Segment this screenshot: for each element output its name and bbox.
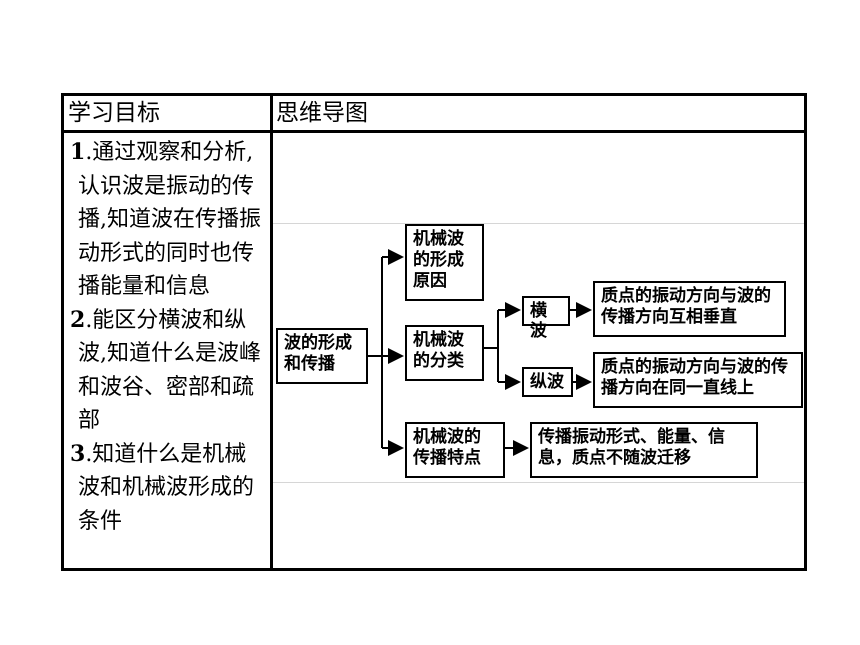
objective-item: 3.知道什么是机械波和机械波形成的条件: [70, 440, 255, 534]
node-longitudinal-wave: 纵波: [522, 367, 573, 397]
faint-rule: [273, 482, 804, 483]
header-divider: [64, 130, 804, 133]
mind-map-connectors: [368, 249, 592, 456]
node-transverse-wave: 横波: [522, 296, 570, 341]
node-characteristics-desc: 传播振动形式、能量、信息，质点不随波迁移: [530, 422, 758, 478]
objectives-list: 1.通过观察和分析,认识波是振动的传播,知道波在传播振动形式的同时也传播能量和信…: [70, 136, 266, 538]
faint-rule: [273, 223, 804, 224]
node-longitudinal-desc: 质点的振动方向与波的传播方向在同一直线上: [593, 352, 803, 408]
node-transverse-desc: 质点的振动方向与波的传播方向互相垂直: [593, 281, 786, 337]
node-wave-formation-propagation: 波的形成和传播: [276, 328, 368, 384]
node-classification: 机械波的分类: [405, 325, 484, 381]
node-propagation-characteristics: 机械波的传播特点: [405, 422, 505, 478]
objective-item: 2.能区分横波和纵波,知道什么是波峰和波谷、密部和疏部: [70, 306, 261, 434]
objective-item: 1.通过观察和分析,认识波是振动的传播,知道波在传播振动形式的同时也传播能量和信…: [70, 139, 261, 299]
objectives-table: 学习目标 思维导图 1.通过观察和分析,认识波是振动的传播,知道波在传播振动形式…: [61, 93, 807, 571]
node-formation-cause: 机械波的形成原因: [405, 224, 484, 301]
header-learning-goals: 学习目标: [68, 100, 160, 126]
header-mind-map: 思维导图: [276, 100, 368, 126]
column-divider: [270, 96, 273, 568]
